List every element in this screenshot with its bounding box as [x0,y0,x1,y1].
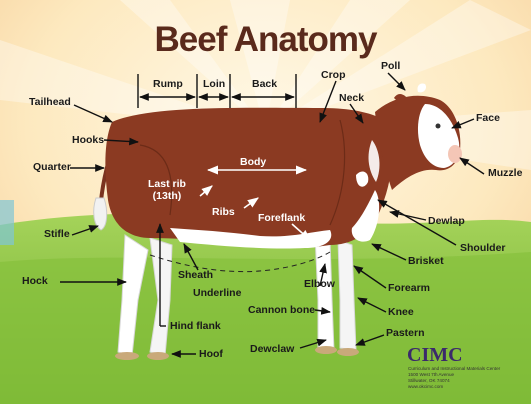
label-forearm: Forearm [388,283,430,294]
label-last-rib-text: Last rib [148,178,186,190]
label-cannon-bone: Cannon bone [248,305,315,316]
cimc-line-2: 1500 West 7th Avenue [408,373,454,378]
label-pastern: Pastern [386,328,425,339]
cimc-line-3: Stillwater, OK 74074 [408,379,450,384]
label-hoof: Hoof [199,349,223,360]
label-foreflank: Foreflank [258,213,305,224]
label-last-rib: Last rib (13th) [148,178,186,202]
label-tailhead: Tailhead [29,97,71,108]
label-neck: Neck [339,93,364,104]
label-underline: Underline [193,288,241,299]
label-dewlap: Dewlap [428,216,465,227]
label-stifle: Stifle [44,229,70,240]
label-quarter: Quarter [33,162,71,173]
label-brisket: Brisket [408,256,444,267]
label-poll: Poll [381,61,400,72]
label-body: Body [240,157,266,168]
left-edge-tab [0,200,14,245]
label-hooks: Hooks [72,135,104,146]
grass-foreground [0,252,531,404]
label-back: Back [252,79,277,90]
label-muzzle: Muzzle [488,168,522,179]
cimc-line-4: www.okcimc.com [408,385,443,390]
label-face: Face [476,113,500,124]
label-elbow: Elbow [304,279,335,290]
label-loin: Loin [203,79,225,90]
label-rump: Rump [153,79,183,90]
label-dewclaw: Dewclaw [250,344,294,355]
label-sheath: Sheath [178,270,213,281]
label-ribs: Ribs [212,207,235,218]
label-shoulder: Shoulder [460,243,506,254]
cimc-line-1: Curriculum and Instructional Materials C… [408,367,500,372]
label-last-rib-number: (13th) [148,190,186,202]
label-hind-flank: Hind flank [170,321,221,332]
label-knee: Knee [388,307,414,318]
label-crop: Crop [321,70,346,81]
cimc-logo: CIMC [407,345,463,365]
diagram-title: Beef Anatomy [0,22,531,57]
label-hock: Hock [22,276,48,287]
